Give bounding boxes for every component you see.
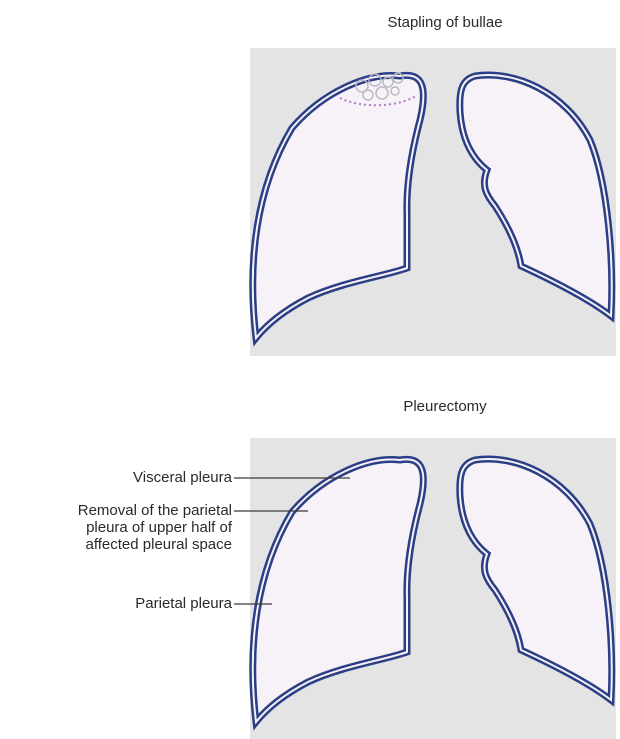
label-removal-parietal: Removal of the parietal pleura of upper … xyxy=(78,502,232,553)
label-visceral-pleura: Visceral pleura xyxy=(133,469,232,486)
label-removal-line3: affected pleural space xyxy=(78,536,232,553)
label-parietal-pleura: Parietal pleura xyxy=(135,595,232,612)
label-removal-line2: pleura of upper half of xyxy=(78,519,232,536)
label-removal-line1: Removal of the parietal xyxy=(78,502,232,519)
